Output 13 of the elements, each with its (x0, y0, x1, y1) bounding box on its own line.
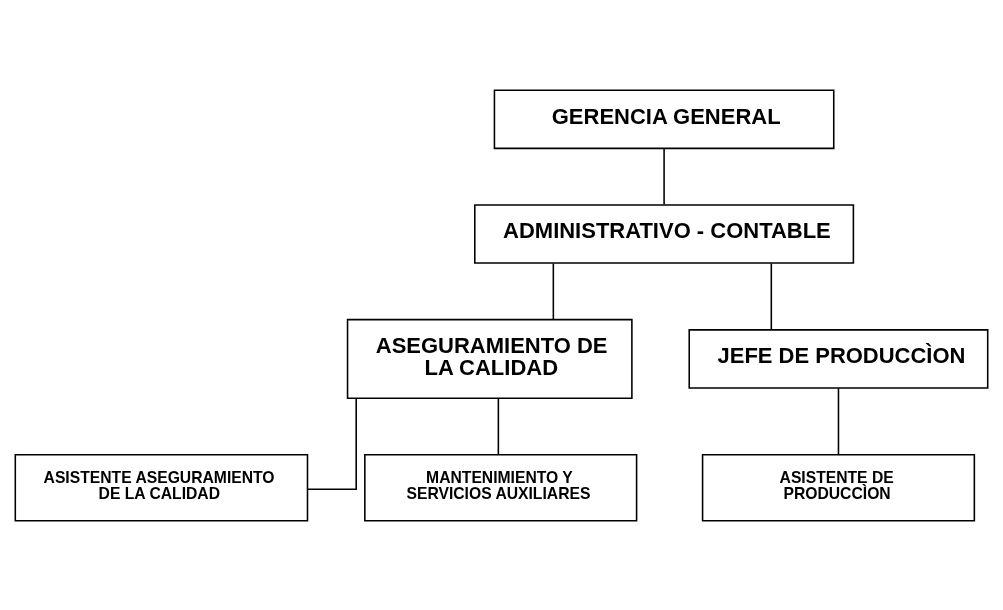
connector (837, 386, 840, 455)
connector (497, 396, 500, 455)
node-box: ASISTENTE DE PRODUCCÌON (701, 453, 976, 521)
connector (770, 262, 773, 330)
node-box: JEFE DE PRODUCCÌON (688, 328, 989, 389)
connector (306, 397, 357, 490)
node-box: ASEGURAMIENTO DE LA CALIDAD (346, 318, 633, 399)
node-box: MANTENIMIENTO Y SERVICIOS AUXILIARES (364, 453, 638, 521)
node-box: ADMINISTRATIVO - CONTABLE (474, 203, 855, 264)
node-box: GERENCIA GENERAL (493, 89, 835, 149)
connector (552, 262, 555, 320)
connector (663, 147, 665, 205)
node-box: ASISTENTE ASEGURAMIENTO DE LA CALIDAD (14, 453, 309, 521)
